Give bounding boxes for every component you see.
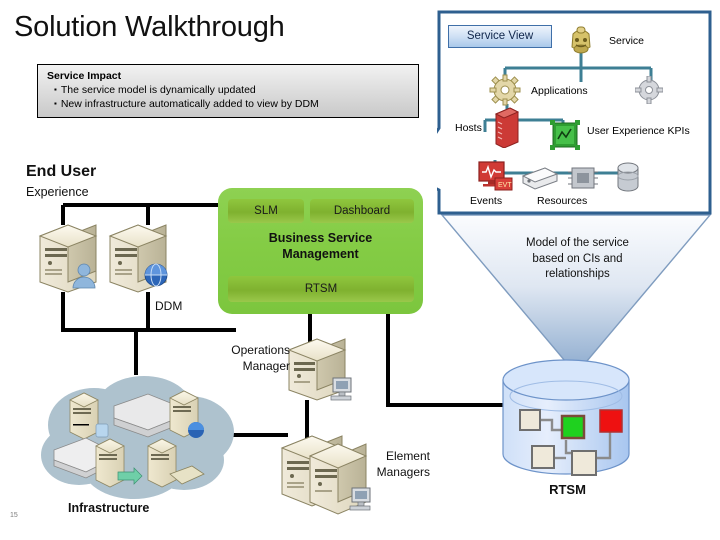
service-view-badge[interactable]: Service View bbox=[448, 25, 552, 48]
label-events: Events bbox=[470, 195, 503, 207]
user-person-icon bbox=[72, 263, 96, 289]
bsm-title: Business Service Management bbox=[218, 230, 423, 262]
hardware-icon bbox=[617, 162, 639, 192]
label-user-experience-kpis: User Experience KPIs bbox=[587, 125, 690, 137]
funnel-caption-line3: relationships bbox=[545, 268, 610, 280]
server-rack-icon bbox=[494, 107, 520, 148]
page-title: Solution Walkthrough bbox=[14, 11, 285, 43]
label-rtsm-database: RTSM bbox=[549, 482, 586, 497]
chip-slm[interactable]: SLM bbox=[228, 199, 304, 223]
funnel-caption-line2: based on CIs and bbox=[532, 252, 623, 265]
label-operations-manager-line1: Operations bbox=[231, 343, 290, 357]
business-service-management-box: SLM Dashboard Business Service Managemen… bbox=[218, 188, 423, 314]
operations-manager-server-icon bbox=[287, 338, 352, 401]
cloud-switch-1 bbox=[113, 393, 179, 438]
bsm-title-line1: Business Service bbox=[268, 231, 373, 245]
service-impact-bullet-2: New infrastructure automatically added t… bbox=[47, 97, 410, 111]
label-element-managers: Element Managers bbox=[358, 448, 430, 480]
label-resources: Resources bbox=[537, 195, 588, 207]
label-element-managers-line1: Element bbox=[385, 449, 430, 463]
callout-outline bbox=[437, 10, 712, 215]
label-experience: Experience bbox=[26, 185, 89, 199]
label-infrastructure: Infrastructure bbox=[68, 501, 150, 515]
service-impact-bullet-1: The service model is dynamically updated bbox=[47, 83, 410, 97]
alert-monitor-icon: EVT bbox=[478, 161, 513, 191]
slide-number: 15 bbox=[10, 512, 18, 519]
end-user-servers bbox=[38, 224, 168, 293]
hardware-icon bbox=[521, 167, 559, 190]
label-hosts: Hosts bbox=[455, 122, 482, 134]
kpi-chart-icon bbox=[550, 120, 580, 150]
label-end-user: End User bbox=[26, 163, 97, 180]
svg-text:EVT: EVT bbox=[498, 182, 512, 189]
cloud-server-3 bbox=[95, 438, 125, 488]
gear-icon bbox=[489, 74, 521, 106]
service-impact-heading: Service Impact bbox=[47, 70, 122, 82]
bsm-title-line2: Management bbox=[282, 247, 359, 261]
globe-icon bbox=[144, 263, 168, 287]
label-element-managers-line2: Managers bbox=[376, 465, 430, 479]
label-ddm: DDM bbox=[155, 299, 183, 313]
chip-dashboard[interactable]: Dashboard bbox=[310, 199, 414, 223]
cloud-device-icons bbox=[53, 390, 205, 488]
funnel-caption-line1: Model of the service bbox=[526, 237, 629, 249]
service-view-callout: Service View bbox=[437, 10, 712, 215]
monitor-icon bbox=[330, 377, 352, 401]
rtsm-database-cylinder bbox=[502, 359, 630, 476]
label-service: Service bbox=[609, 35, 645, 47]
label-operations-manager-line2: Manager bbox=[242, 359, 290, 373]
chip-rtsm[interactable]: RTSM bbox=[228, 276, 414, 302]
label-applications: Applications bbox=[531, 85, 588, 97]
funnel-shape bbox=[440, 214, 712, 376]
cloud-server-1 bbox=[69, 392, 99, 440]
service-impact-box: Service Impact The service model is dyna… bbox=[37, 64, 419, 118]
monitor-icon bbox=[349, 487, 371, 511]
label-operations-manager: Operations Manager bbox=[200, 342, 290, 374]
hardware-icon bbox=[568, 167, 598, 189]
element-managers-server-icon bbox=[280, 435, 371, 515]
cloud-server-4 bbox=[147, 438, 177, 488]
service-bell-icon bbox=[571, 26, 591, 54]
funnel-caption: Model of the service based on CIs and re… bbox=[490, 236, 665, 283]
gear-icon bbox=[635, 76, 663, 104]
